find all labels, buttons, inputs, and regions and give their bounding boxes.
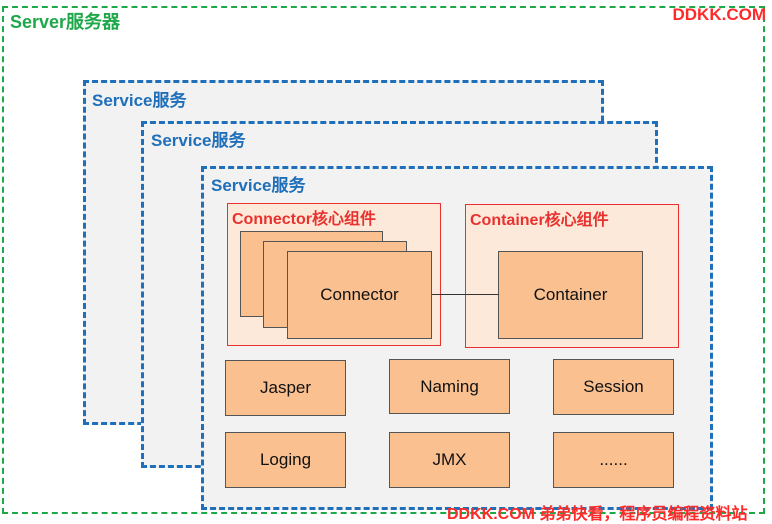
container-box-label: Container [533,285,608,304]
connector-group-label: Connector核心组件 [232,211,377,228]
module-label: Naming [420,376,479,396]
connector-box: Connector [287,251,432,339]
watermark-top: DDKK.COM [672,5,767,24]
module-jasper: Jasper [225,360,346,416]
service-back-label: Service服务 [92,91,187,110]
module-label: Jasper [259,378,312,397]
module-loging: Loging [225,432,346,488]
connector-container-link [432,294,499,295]
module-label: Loging [259,450,312,469]
service-middle-label: Service服务 [151,131,246,150]
module-label: JMX [432,450,467,469]
container-group-label: Container核心组件 [470,212,609,229]
module-naming: Naming [389,359,510,414]
server-boundary [2,6,765,514]
module-more: ...... [553,432,674,488]
module-session: Session [553,359,674,415]
watermark-bottom: DDKK.COM 弟弟快看，程序员编程资料站 [447,506,748,523]
module-jmx: JMX [389,432,510,488]
service-front-label: Service服务 [211,176,306,195]
connector-box-label: Connector [320,285,399,304]
server-label: Server服务器 [10,12,121,32]
container-box: Container [498,251,643,339]
module-label: ...... [599,450,628,469]
module-label: Session [583,377,644,396]
